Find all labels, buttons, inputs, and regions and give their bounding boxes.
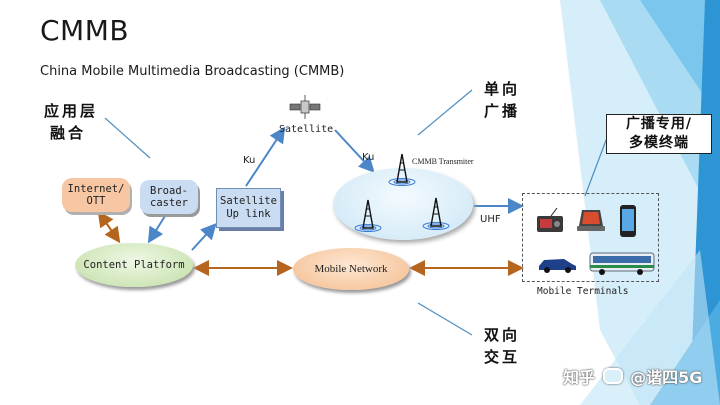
node-satup-line1: Satellite (220, 195, 277, 207)
node-satup-line2: Up link (226, 208, 271, 220)
slide-title: CMMB (40, 14, 130, 47)
label-ku-uplink: Ku (243, 155, 256, 166)
label-dedicated-line2: 多模终端 (629, 135, 689, 151)
satellite-icon (289, 95, 321, 119)
transmitter-tower-icon (388, 153, 416, 186)
watermark: 知乎 @谐四5G (563, 364, 702, 388)
label-one-way-line2: 广播 (484, 102, 521, 120)
label-satellite: Satellite (279, 124, 334, 135)
phone-icon (620, 205, 636, 237)
car-icon (539, 259, 576, 273)
callout-line-oneway (417, 89, 473, 136)
chat-bubble-icon (602, 368, 623, 384)
label-cmmb-transmitter: CMMB Transmiter (412, 157, 474, 166)
transmitter-tower-icon (354, 199, 382, 232)
callout-line-dedicated (584, 134, 609, 197)
label-app-fusion: 应用层 融合 (44, 100, 98, 144)
node-broadcaster: Broad-caster (140, 180, 198, 214)
watermark-site: 知乎 (563, 368, 596, 387)
laptop-icon (577, 210, 605, 231)
radio-icon (537, 207, 563, 232)
node-broadcaster-line2: caster (150, 197, 188, 209)
mobile-terminals-box (522, 193, 659, 282)
node-mobile-network: Mobile Network (293, 248, 409, 290)
watermark-author: @谐四5G (630, 368, 703, 387)
transmitter-tower-icon (422, 197, 450, 230)
label-one-way-line1: 单向 (484, 80, 521, 98)
node-broadcaster-line1: Broad- (150, 185, 188, 197)
label-ku-downlink: Ku (362, 152, 375, 163)
label-dedicated-terminal-box: 广播专用/ 多模终端 (606, 114, 712, 154)
node-internet-ott: Internet/OTT (62, 178, 130, 212)
callout-line-app (104, 117, 151, 159)
node-content-platform: Content Platform (75, 243, 193, 287)
label-two-way-line2: 交互 (484, 348, 521, 366)
node-internet-line2: OTT (86, 195, 106, 207)
label-one-way: 单向 广播 (484, 78, 520, 122)
label-app-fusion-line2: 融合 (50, 124, 87, 142)
label-uhf: UHF (480, 214, 501, 225)
label-mobile-terminals: Mobile Terminals (537, 286, 629, 297)
label-dedicated-line1: 广播专用/ (625, 116, 693, 132)
bus-icon (589, 252, 655, 275)
callout-line-twoway (417, 302, 473, 336)
node-internet-line1: Internet/ (67, 183, 125, 195)
slide-subtitle: China Mobile Multimedia Broadcasting (CM… (40, 64, 345, 79)
label-app-fusion-line1: 应用层 (44, 102, 99, 120)
label-two-way: 双向 交互 (484, 324, 520, 368)
label-two-way-line1: 双向 (484, 326, 521, 344)
